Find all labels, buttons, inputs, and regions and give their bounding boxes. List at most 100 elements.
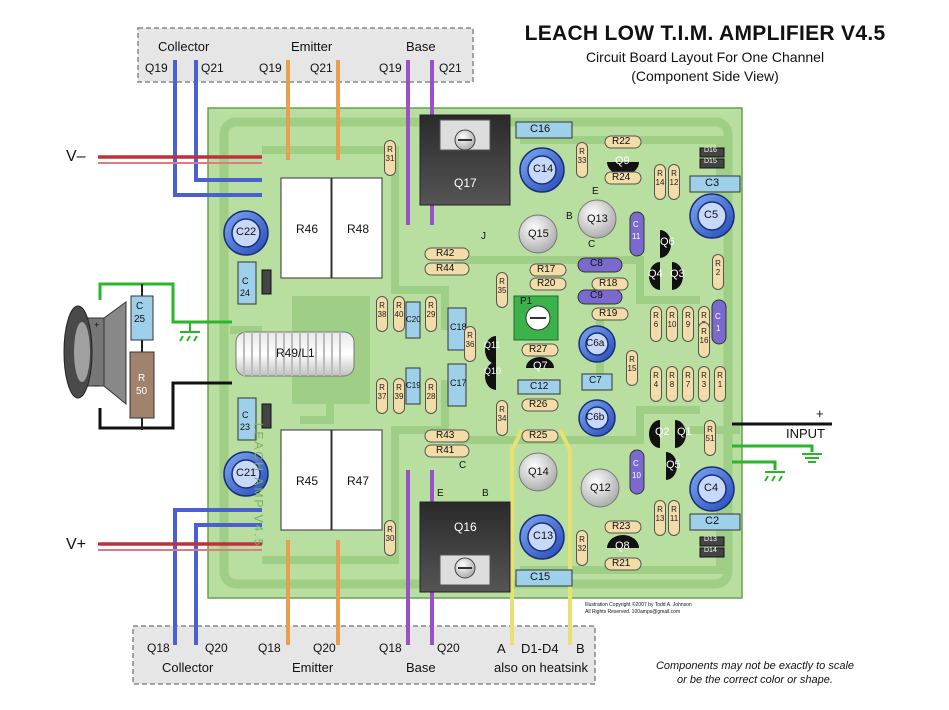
resistor-letter: R bbox=[428, 383, 434, 392]
resistor-letter: R bbox=[467, 331, 473, 340]
c1-label-c: C bbox=[715, 312, 721, 321]
r18-label: R18 bbox=[599, 278, 618, 289]
r17-label: R17 bbox=[537, 264, 556, 275]
r49-l1-label: R49/L1 bbox=[276, 346, 315, 360]
copyright-line-2: All Rights Reserved. 100amps@gmail.com bbox=[585, 609, 681, 615]
q13-e-pin-label: E bbox=[592, 186, 599, 197]
q17-label: Q17 bbox=[454, 176, 477, 190]
bottom-collector-label: Collector bbox=[162, 660, 214, 675]
r22-label: R22 bbox=[612, 136, 631, 147]
resistor-letter: R bbox=[653, 371, 659, 380]
r48-label: R48 bbox=[347, 222, 370, 236]
c18-label: C18 bbox=[450, 322, 467, 332]
c25-label-n: 25 bbox=[134, 314, 146, 325]
c2-label: C2 bbox=[705, 515, 720, 527]
r26-label: R26 bbox=[529, 399, 548, 410]
capacitor-c25 bbox=[130, 295, 154, 341]
resistor-letter: R bbox=[671, 169, 677, 178]
q16-label: Q16 bbox=[454, 520, 477, 534]
q14-label: Q14 bbox=[528, 466, 549, 478]
r44-label: R44 bbox=[436, 263, 455, 274]
resistor-letter: R bbox=[379, 383, 385, 392]
resistor-letter: R bbox=[685, 311, 691, 320]
c15-label: C15 bbox=[530, 571, 551, 583]
c17-label: C17 bbox=[450, 378, 467, 388]
resistor-letter: R bbox=[707, 425, 713, 434]
q5-label: Q5 bbox=[666, 459, 681, 471]
resistor-number: 1 bbox=[717, 380, 723, 389]
ground-symbols-input bbox=[764, 453, 822, 482]
resistor-number: 38 bbox=[377, 310, 387, 319]
top-q21-base: Q21 bbox=[439, 61, 462, 75]
resistor-number: 9 bbox=[685, 320, 691, 329]
resistor-letter: R bbox=[653, 311, 659, 320]
top-q19-base: Q19 bbox=[379, 61, 402, 75]
resistor-number: 28 bbox=[426, 392, 436, 401]
resistor-letter: R bbox=[629, 355, 635, 364]
r45-label: R45 bbox=[296, 474, 319, 488]
diagram-title: LEACH LOW T.I.M. AMPLIFIER V4.5 bbox=[524, 22, 886, 45]
speaker-minus-label: – bbox=[94, 380, 100, 390]
r42-label: R42 bbox=[436, 248, 455, 259]
diagram-subtitle-view: (Component Side View) bbox=[631, 68, 779, 84]
q13-label: Q13 bbox=[587, 213, 608, 225]
vplus-terminal-label: V+ bbox=[66, 536, 87, 553]
resistor-number: 33 bbox=[577, 156, 587, 165]
vminus-terminal-label: V– bbox=[66, 148, 86, 165]
resistor-letter: R bbox=[715, 259, 721, 268]
resistor-number: 6 bbox=[653, 320, 659, 329]
r41-label: R41 bbox=[436, 445, 455, 456]
top-q19-collector: Q19 bbox=[145, 61, 168, 75]
q16-e-pin-label: E bbox=[437, 488, 444, 499]
resistor-number: 36 bbox=[465, 340, 475, 349]
r24-label: R24 bbox=[612, 172, 631, 183]
metal-can-transistors bbox=[518, 199, 620, 508]
top-wires bbox=[173, 60, 434, 225]
bottom-d1d4-label: D1-D4 bbox=[521, 641, 559, 656]
c5-label: C5 bbox=[704, 209, 719, 221]
bottom-b-label: B bbox=[576, 641, 585, 656]
c9-label: C9 bbox=[590, 290, 603, 301]
r19-label: R19 bbox=[599, 308, 618, 319]
resistor-letter: R bbox=[657, 505, 663, 514]
diagram-subtitle: Circuit Board Layout For One Channel bbox=[585, 49, 825, 65]
resistor-number: 39 bbox=[394, 392, 404, 401]
c12-label: C12 bbox=[530, 381, 549, 392]
r23-label: R23 bbox=[612, 521, 631, 532]
q2-label: Q2 bbox=[655, 426, 670, 438]
resistor-letter: R bbox=[669, 311, 675, 320]
resistor-letter: R bbox=[701, 327, 707, 336]
r25-label: R25 bbox=[529, 430, 548, 441]
resistor-number: 29 bbox=[426, 310, 436, 319]
resistor-letter: R bbox=[379, 301, 385, 310]
input-plus-label: + bbox=[816, 406, 824, 421]
c3-label: C3 bbox=[705, 177, 720, 189]
resistor-number: 32 bbox=[577, 544, 587, 553]
resistor-letter: R bbox=[499, 405, 505, 414]
c21-label: C21 bbox=[236, 467, 257, 479]
c19-label: C19 bbox=[406, 381, 421, 390]
bottom-q18-collector: Q18 bbox=[147, 641, 170, 655]
c11-label-c: C bbox=[633, 220, 639, 229]
q13-b-pin-label: B bbox=[566, 211, 573, 222]
q9-label: Q9 bbox=[615, 155, 630, 167]
resistor-number: 3 bbox=[701, 380, 707, 389]
c24-label-n: 24 bbox=[240, 288, 251, 298]
resistor-letter: R bbox=[579, 535, 585, 544]
film-capacitors bbox=[237, 121, 741, 587]
resistor-number: 10 bbox=[667, 320, 677, 329]
electrolytic-capacitors bbox=[223, 147, 735, 560]
resistor-number: 4 bbox=[653, 380, 659, 389]
